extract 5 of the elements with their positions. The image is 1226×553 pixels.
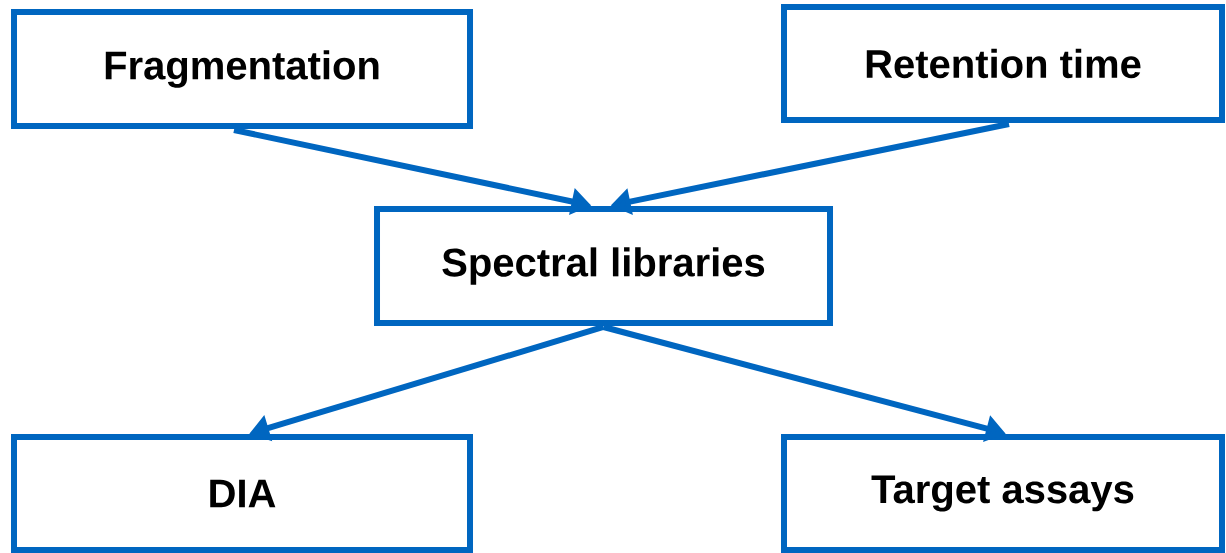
process-box: Spectral libraries (374, 206, 833, 326)
process-box: Target assays (781, 434, 1225, 553)
process-box: Fragmentation (11, 9, 473, 129)
process-box: DIA (11, 434, 473, 553)
process-box: Retention time (781, 4, 1225, 123)
